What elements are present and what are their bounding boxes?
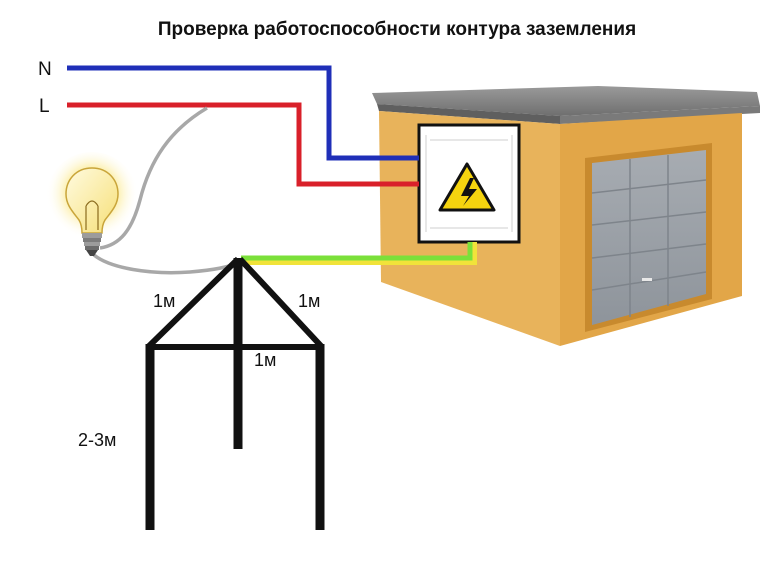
- door-handle: [642, 278, 652, 281]
- high-voltage-warning-icon: [438, 162, 496, 212]
- ground-connector-left: [145, 256, 241, 350]
- line-label: L: [39, 96, 50, 117]
- ground-wire: [241, 242, 473, 261]
- line-wire: [67, 102, 419, 187]
- wiring: [67, 65, 477, 275]
- dimension-left-edge: 1м: [153, 291, 175, 311]
- garage-roof: [372, 86, 760, 116]
- neutral-wire: [67, 65, 419, 161]
- light-bulb-icon: [46, 152, 138, 256]
- electrical-panel: [417, 123, 521, 244]
- dimension-electrode-depth: 2-3м: [78, 430, 116, 450]
- ground-connector-right: [237, 256, 325, 350]
- dimension-base-edge: 1м: [254, 350, 276, 370]
- lamp-wire-to-line: [99, 106, 208, 250]
- dimension-right-edge: 1м: [298, 291, 320, 311]
- lamp-wire-to-ground: [92, 253, 241, 275]
- garage-door: [592, 150, 706, 325]
- diagram-title: Проверка работоспособности контура зазем…: [158, 19, 636, 40]
- ground-loop: [145, 256, 325, 530]
- ground-wire-yellow: [241, 242, 477, 265]
- neutral-label: N: [38, 59, 52, 80]
